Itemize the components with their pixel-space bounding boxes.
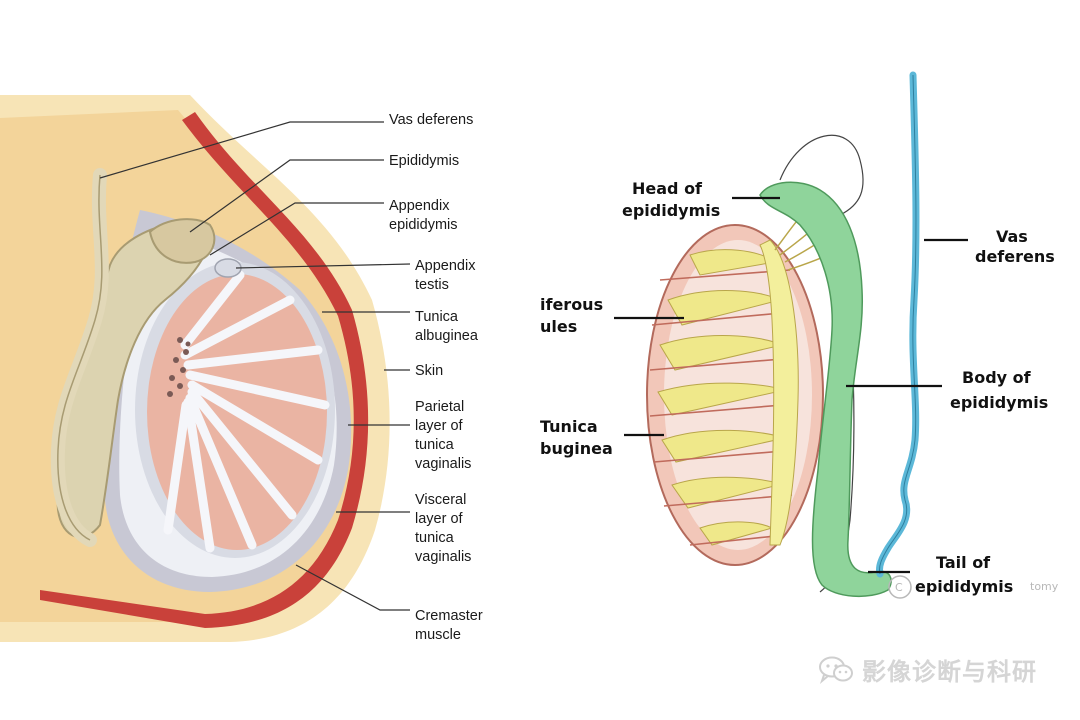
label-vas-deferens: Vas deferens — [389, 112, 473, 128]
label-body-of-epididymis: Body of epididymis — [950, 368, 1048, 412]
label-skin: Skin — [415, 363, 443, 379]
wechat-icon — [818, 655, 854, 685]
label-visceral-layer: Visceral layer of tunica vaginalis — [415, 492, 471, 565]
label-tunica-albuginea: Tunica albuginea — [415, 309, 479, 344]
left-testis-illustration: Vas deferens Epididymis Appendix epididy… — [0, 95, 487, 643]
label-tail-of-epididymis: Tail of epididymis — [915, 553, 1013, 596]
copyright-text: tomy — [1030, 580, 1059, 593]
label-appendix-testis: Appendix testis — [415, 258, 480, 293]
left-labels: Vas deferens Epididymis Appendix epididy… — [389, 112, 487, 643]
label-head-of-epididymis: Head of epididymis — [622, 179, 720, 220]
label-epididymis: Epididymis — [389, 153, 459, 169]
label-vas-deferens-right: Vas deferens — [975, 227, 1055, 266]
label-parietal-layer: Parietal layer of tunica vaginalis — [415, 399, 471, 472]
label-cremaster-muscle: Cremaster muscle — [415, 608, 487, 643]
watermark-label: 影像诊断与科研 — [862, 652, 1037, 687]
watermark: 影像诊断与科研 — [818, 652, 1037, 687]
label-appendix-epididymis: Appendix epididymis — [389, 198, 458, 233]
label-seminiferous-tubules: iferous ules — [540, 295, 609, 336]
copyright-symbol: C — [895, 581, 903, 594]
right-testis-illustration: Head of epididymis Vas deferens iferous … — [540, 75, 1059, 598]
label-tunica-albuginea-right: Tunica buginea — [540, 417, 613, 458]
vas-deferens-blue — [879, 75, 915, 574]
